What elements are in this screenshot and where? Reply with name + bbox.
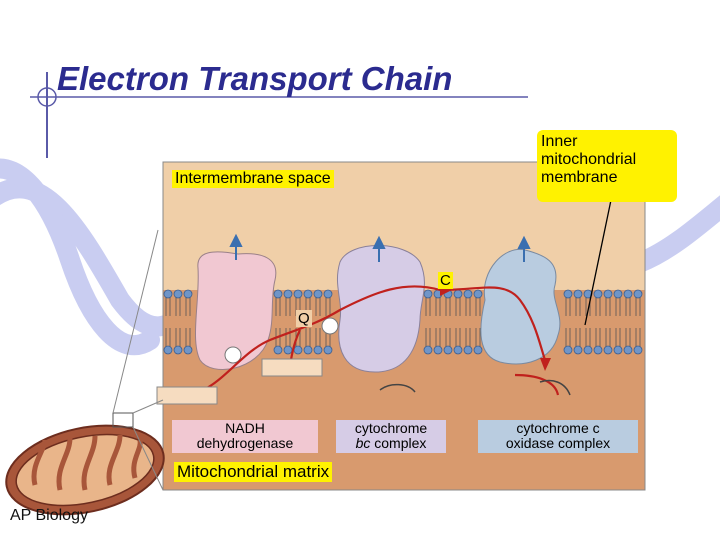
- substrate-box-2: [156, 386, 218, 405]
- bc-complex-word: complex: [374, 435, 427, 451]
- lipid-head: [623, 345, 633, 355]
- bc-label-line-2: bc complex: [336, 436, 446, 451]
- ox-label-line-1: cytochrome c: [516, 420, 600, 436]
- lipid-head: [623, 289, 633, 299]
- lipid-head: [173, 345, 183, 355]
- lipid-head: [573, 345, 583, 355]
- lipid-head: [583, 345, 593, 355]
- lipid-head: [293, 345, 303, 355]
- lipid-head: [453, 345, 463, 355]
- lipid-head: [563, 345, 573, 355]
- lipid-head: [313, 345, 323, 355]
- phospholipid-bilayer: [163, 289, 643, 355]
- lipid-head: [613, 345, 623, 355]
- fmn-carrier: [224, 346, 242, 364]
- cytochrome-c-oxidase-protein: [480, 248, 561, 365]
- lipid-head: [293, 289, 303, 299]
- lipid-head: [633, 345, 643, 355]
- ubiquinone-label: Q: [296, 310, 312, 327]
- lipid-head: [183, 345, 193, 355]
- lipid-head: [473, 345, 483, 355]
- lipid-head: [173, 289, 183, 299]
- title-crosshair: [30, 72, 528, 158]
- cytochrome-bc-label: cytochrome bc complex: [336, 420, 446, 453]
- lipid-head: [463, 345, 473, 355]
- nadh-dehydrogenase-label: NADH dehydrogenase: [172, 420, 318, 453]
- lipid-head: [433, 345, 443, 355]
- lipid-head: [163, 289, 173, 299]
- lipid-head: [473, 289, 483, 299]
- lipid-head: [323, 289, 333, 299]
- nadh-label-line-2: dehydrogenase: [196, 435, 294, 451]
- lipid-head: [573, 289, 583, 299]
- mitochondrion-illustration: [5, 229, 165, 516]
- lipid-head: [163, 345, 173, 355]
- lipid-head: [303, 289, 313, 299]
- lipid-head: [463, 289, 473, 299]
- lipid-head: [443, 345, 453, 355]
- substrate-box-1: [261, 358, 323, 377]
- bc-italic: bc: [355, 435, 371, 451]
- lipid-head: [303, 345, 313, 355]
- q-carrier: [321, 317, 339, 335]
- cytochrome-oxidase-label: cytochrome c oxidase complex: [478, 420, 638, 453]
- lipid-head: [283, 345, 293, 355]
- lipid-head: [273, 289, 283, 299]
- slide-title: Electron Transport Chain: [57, 60, 453, 97]
- decorative-wave-left: [0, 158, 160, 356]
- lipid-head: [183, 289, 193, 299]
- lipid-head: [453, 289, 463, 299]
- lipid-head: [613, 289, 623, 299]
- ox-label-line-2: oxidase complex: [505, 435, 611, 451]
- inner-membrane-pointer: [584, 199, 612, 326]
- lipid-head: [593, 345, 603, 355]
- footer-text: AP Biology: [10, 507, 88, 524]
- intermembrane-space-label: Intermembrane space: [172, 170, 334, 188]
- proton-arrows: [229, 233, 531, 262]
- cytochrome-c-label: C: [438, 272, 453, 289]
- lipid-head: [423, 289, 433, 299]
- lipid-head: [423, 345, 433, 355]
- nadh-label-line-1: NADH: [225, 420, 265, 436]
- mitochondrial-matrix-label: Mitochondrial matrix: [174, 462, 333, 482]
- lipid-head: [633, 289, 643, 299]
- lipid-head: [603, 289, 613, 299]
- lipid-head: [323, 345, 333, 355]
- bc-label-line-1: cytochrome: [354, 420, 428, 436]
- cytochrome-bc-complex-protein: [336, 245, 425, 373]
- lipid-head: [313, 289, 323, 299]
- nadh-dehydrogenase-protein: [195, 251, 277, 370]
- small-dark-arrows: [379, 379, 571, 396]
- inner-membrane-label: Inner mitochondrial membrane: [537, 130, 677, 202]
- lipid-head: [273, 345, 283, 355]
- lipid-head: [283, 289, 293, 299]
- lipid-head: [603, 345, 613, 355]
- inner-membrane-text: Inner mitochondrial membrane: [541, 133, 637, 186]
- lipid-head: [563, 289, 573, 299]
- lipid-head: [593, 289, 603, 299]
